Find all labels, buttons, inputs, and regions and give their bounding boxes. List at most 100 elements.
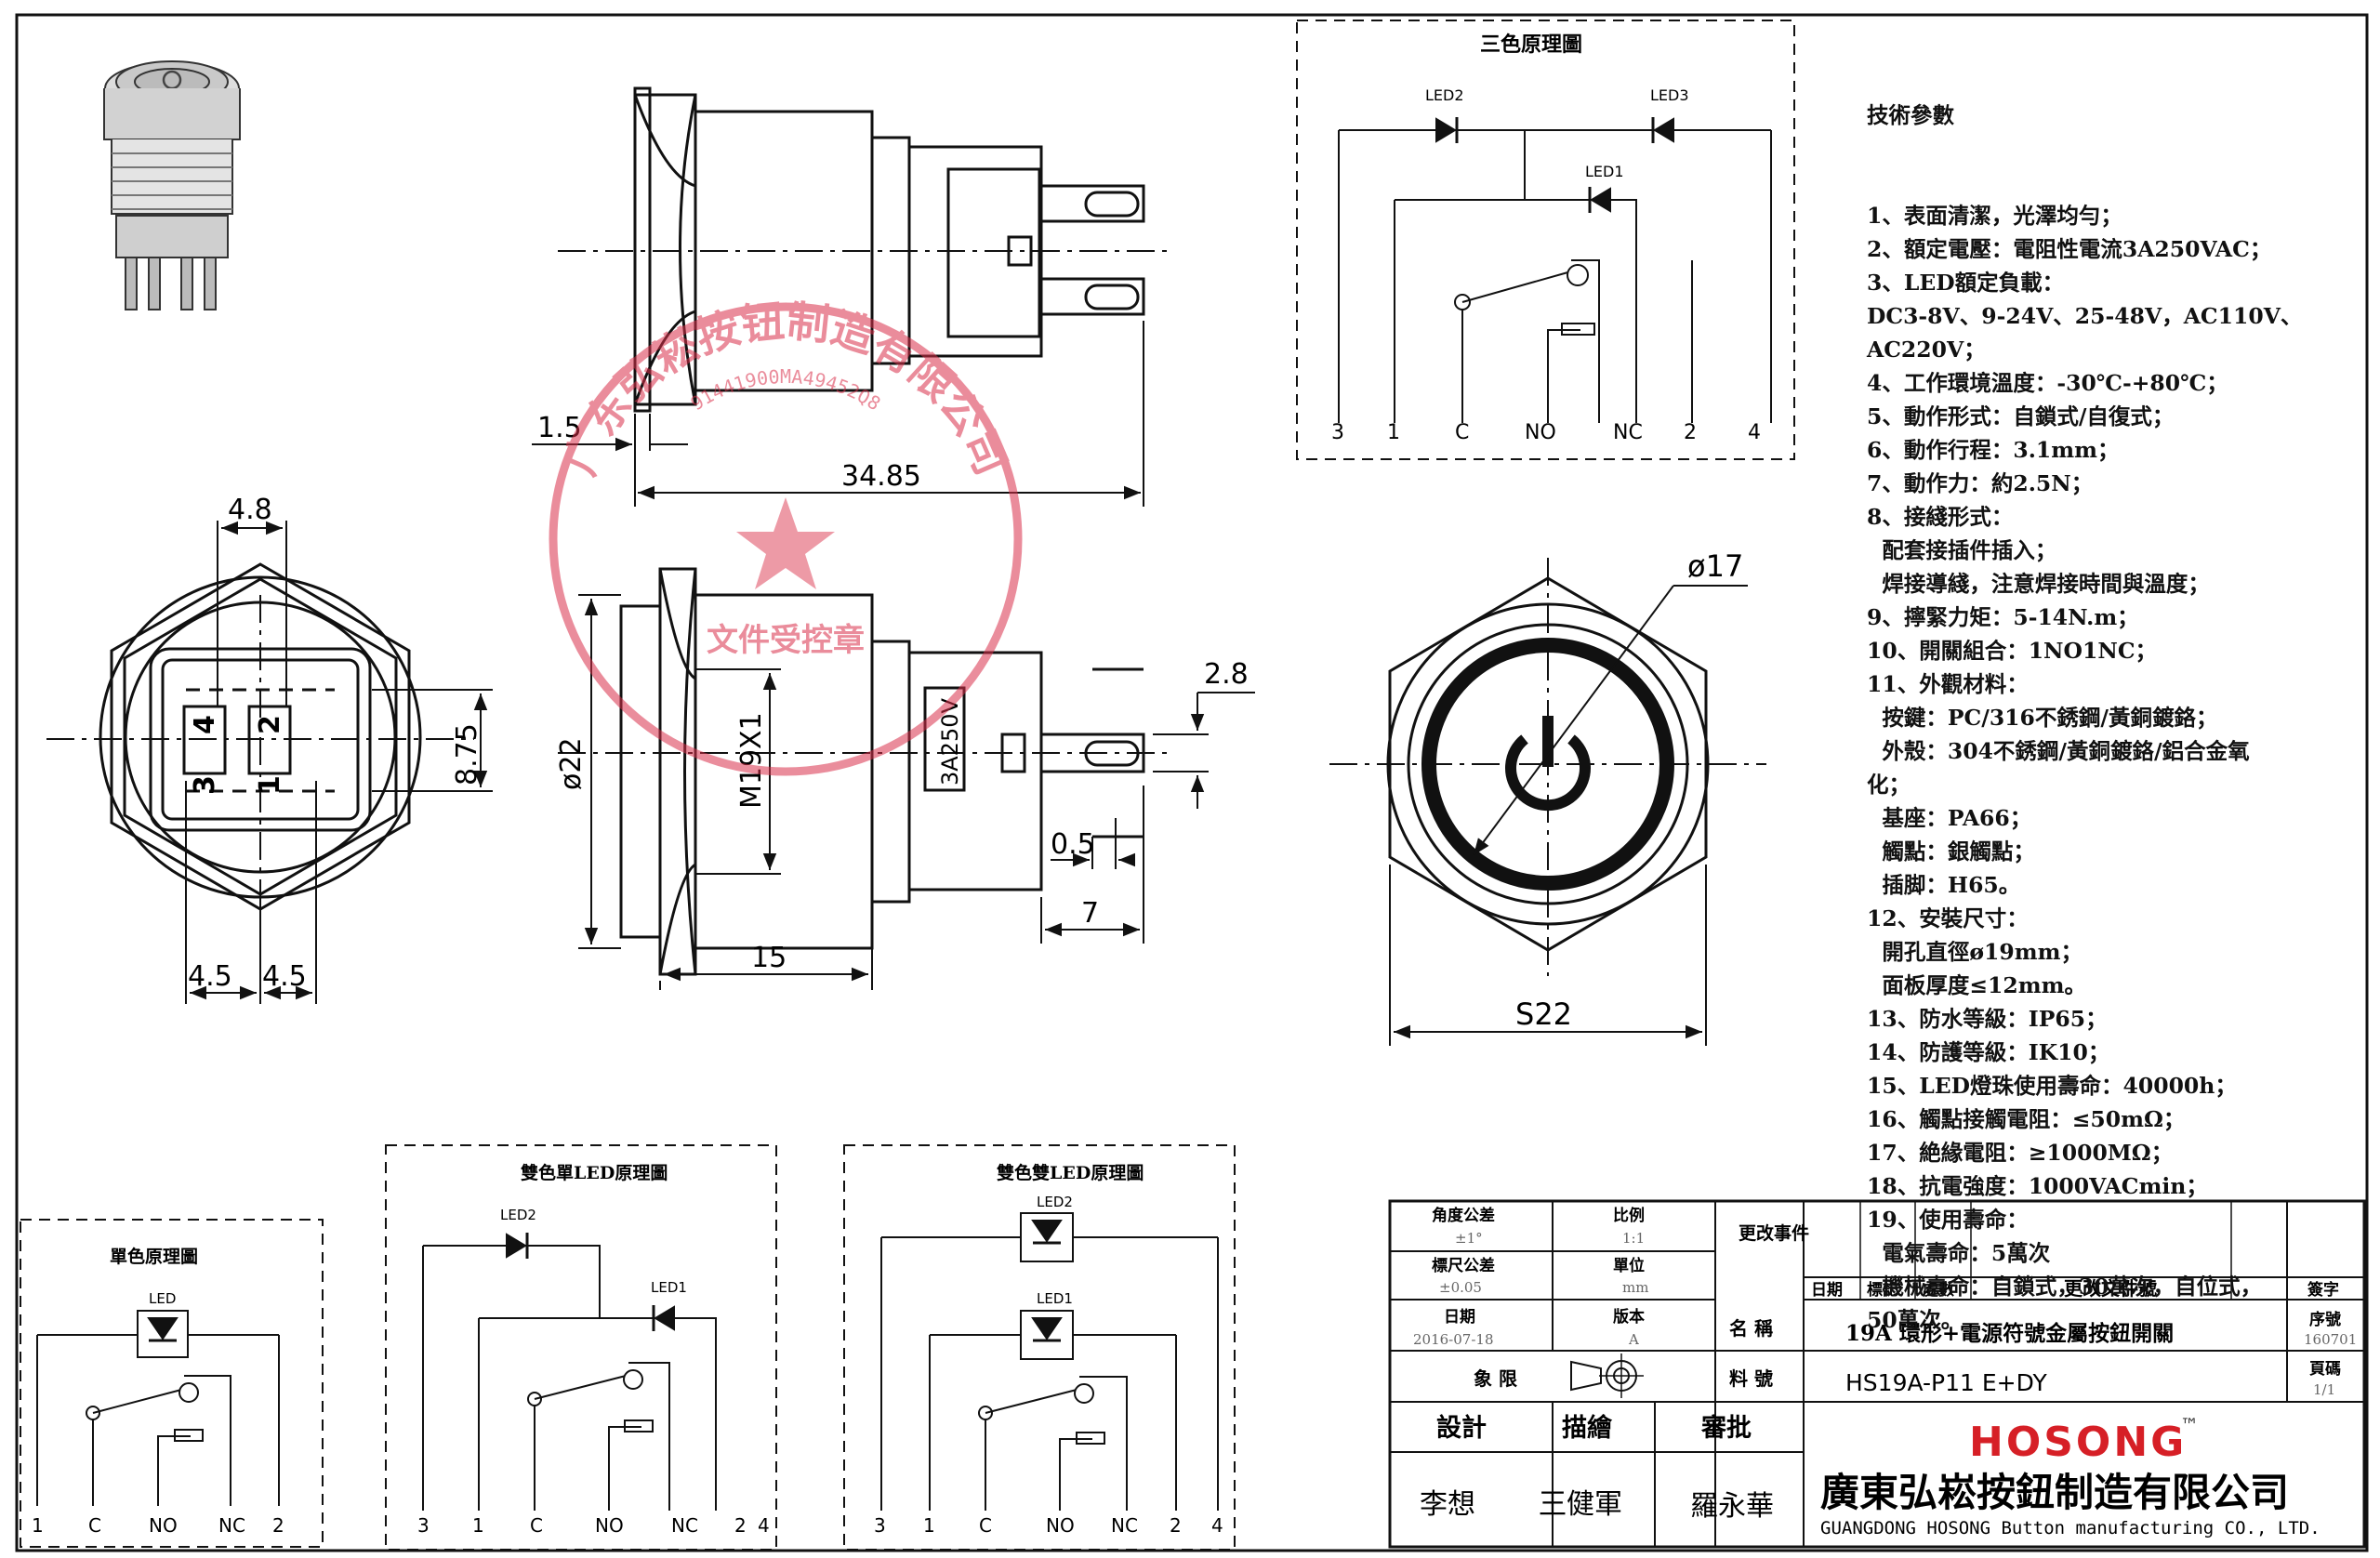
spec-line: 化； (1867, 772, 1911, 798)
bicolor-double-pin-1: 1 (923, 1514, 935, 1537)
spec-line: 12、安裝尺寸： (1867, 905, 2029, 931)
single-pin-nc: NC (218, 1514, 245, 1537)
spec-line: 焊接導綫，注意焊接時間與溫度； (1867, 571, 2210, 597)
dim-tol-label: 標尺公差 (1432, 1256, 1495, 1275)
single-title: 單色原理圖 (110, 1246, 198, 1267)
dim-label-terminal-gap: 0.5 (1051, 828, 1095, 861)
company-seal: 广东弘崧按钮制造有限公司 91441900MA49452Q8 文件受控章 (549, 296, 1023, 776)
single-led: LED (149, 1290, 176, 1307)
spec-line: 5、動作形式：自鎖式/自復式； (1867, 403, 2175, 429)
terminal-3-label: 3 (189, 775, 221, 795)
scale-value: 1:1 (1622, 1230, 1645, 1247)
terminal-4-label: 4 (189, 715, 221, 734)
company-en: GUANGDONG HOSONG Button manufacturing CO… (1820, 1518, 2320, 1538)
terminal-2-label: 2 (254, 715, 286, 734)
col-doc: 更改文件號 (2064, 1277, 2157, 1300)
change-label: 更改事件 (1739, 1222, 1809, 1244)
page-label: 頁碼 (2309, 1360, 2341, 1379)
title-block-text: 角度公差 ±1° 比例 1:1 更改事件 標尺公差 ±0.05 單位 mm 日期… (1413, 1206, 2357, 1538)
tricolor-pin-1: 1 (1387, 421, 1400, 444)
bicolor-double-pin-nc: NC (1111, 1514, 1138, 1537)
tricolor-pin-nc: NC (1613, 421, 1643, 444)
dim-label-offset-left: 4.5 (188, 960, 232, 993)
bicolor-single-led1: LED1 (651, 1279, 687, 1296)
bicolor-double-pin-c: C (979, 1514, 992, 1537)
single-pin-c: C (88, 1514, 101, 1537)
dim-tol-value: ±0.05 (1439, 1279, 1482, 1296)
schematic-tricolor: 三色原理圖 LED2 LED3 L (1296, 20, 1795, 460)
spec-line: 開孔直徑ø19mm； (1867, 939, 2082, 965)
bicolor-single-pin-2: 2 (734, 1514, 747, 1537)
tricolor-led1: LED1 (1585, 163, 1624, 180)
dim-body-length (532, 321, 1144, 507)
single-pin-2: 2 (272, 1514, 284, 1537)
col-mark: 標記 (1867, 1280, 1898, 1300)
tricolor-pin-2: 2 (1684, 421, 1697, 444)
spec-title: 技術參數 (1867, 102, 1954, 128)
rear-view (46, 562, 474, 911)
date-value: 2016-07-18 (1413, 1331, 1493, 1348)
review-label: 審批 (1700, 1414, 1752, 1443)
bicolor-double-pin-3: 3 (874, 1514, 886, 1537)
spec-line: 6、動作行程：3.1mm； (1867, 437, 2120, 463)
spec-line: 9、擰緊力矩：5-14N.m； (1867, 604, 2139, 630)
name-label: 名 稱 (1729, 1317, 1773, 1340)
schematic-bicolor-single: 雙色單LED原理圖 LED2 LED1 3 1 C NO (385, 1144, 777, 1551)
spec-line: 19、使用壽命： (1867, 1207, 2029, 1233)
tricolor-pin-c: C (1455, 421, 1469, 444)
dim-label-thread: M19X1 (735, 712, 768, 809)
schematic-bicolor-double: 雙色雙LED原理圖 LED2 LED1 3 (843, 1144, 1236, 1551)
dim-label-front-length: 15 (751, 942, 787, 974)
seq-value: 160701 (2304, 1331, 2357, 1348)
spec-line: 11、外觀材料： (1867, 671, 2029, 697)
seal-sub: 文件受控章 (707, 622, 865, 659)
bicolor-double-pin-4: 4 (1211, 1514, 1223, 1537)
spec-lines: 1、表面清潔，光澤均勻；2、額定電壓：電阻性電流3A250VAC；3、LED額定… (1867, 199, 2369, 1333)
angle-tol-value: ±1° (1455, 1230, 1483, 1247)
spec-line: 面板厚度≤12mm。 (1867, 972, 2086, 998)
spec-line: AC220V； (1867, 337, 1986, 363)
terminal-labels: 4 2 3 1 (189, 715, 286, 795)
tricolor-pin-no: NO (1525, 421, 1556, 444)
bicolor-single-pin-3: 3 (417, 1514, 430, 1537)
tricolor-pin-3: 3 (1331, 421, 1344, 444)
title-block (1388, 1199, 2366, 1549)
company-cn: 廣東弘崧按鈕制造有限公司 (1820, 1470, 2289, 1515)
bicolor-double-title: 雙色雙LED原理圖 (997, 1162, 1144, 1183)
designer-name: 李想 (1420, 1488, 1475, 1521)
dim-label-offset-right: 4.5 (262, 960, 307, 993)
product-3d-view (103, 60, 241, 310)
dim-label-terminal-thickness: 2.8 (1204, 658, 1249, 691)
quadrant-label: 象 限 (1474, 1367, 1517, 1390)
bicolor-double-pin-2: 2 (1170, 1514, 1182, 1537)
bicolor-single-pin-4: 4 (758, 1514, 770, 1537)
bicolor-double-pin-no: NO (1046, 1514, 1075, 1537)
spec-line: 16、觸點接觸電阻：≤50mΩ； (1867, 1106, 2186, 1132)
spec-line: 機械壽命：自鎖式，30萬次，自位式， (1867, 1274, 2263, 1300)
spec-line: 外殼：304不銹鋼/黃銅鍍鉻/鋁合金氧 (1867, 738, 2250, 764)
draw-label: 描繪 (1562, 1413, 1613, 1443)
tricolor-title: 三色原理圖 (1480, 33, 1582, 57)
front-view (1329, 558, 1766, 1046)
page-value: 1/1 (2313, 1381, 2335, 1398)
dim-label-terminal-width: 4.8 (228, 494, 272, 526)
single-pin-1: 1 (32, 1514, 44, 1537)
single-pin-no: NO (149, 1514, 178, 1537)
brand-logo: HOSONG (1969, 1419, 2187, 1466)
spec-line: 7、動作力：約2.5N； (1867, 470, 2094, 496)
part-value: HS19A-P11 E+DY (1845, 1369, 2048, 1396)
col-date: 日期 (1811, 1281, 1843, 1300)
unit-label: 單位 (1613, 1256, 1645, 1275)
unit-value: mm (1622, 1279, 1648, 1296)
spec-line: 50萬次。 (1867, 1307, 1964, 1333)
scale-label: 比例 (1613, 1206, 1645, 1225)
dim-label-hex-size: S22 (1515, 997, 1572, 1032)
name-value: 19A 環形+電源符號金屬按鈕開關 (1845, 1321, 2174, 1346)
angle-tol-label: 角度公差 (1432, 1206, 1495, 1225)
version-label: 版本 (1613, 1307, 1645, 1327)
dim-label-ring-diameter: ø17 (1687, 548, 1743, 584)
spec-line: 配套接插件插入； (1867, 537, 2057, 563)
spec-line: 4、工作環境溫度：-30℃-+80℃； (1867, 370, 2228, 396)
bicolor-double-led2: LED2 (1037, 1194, 1073, 1210)
